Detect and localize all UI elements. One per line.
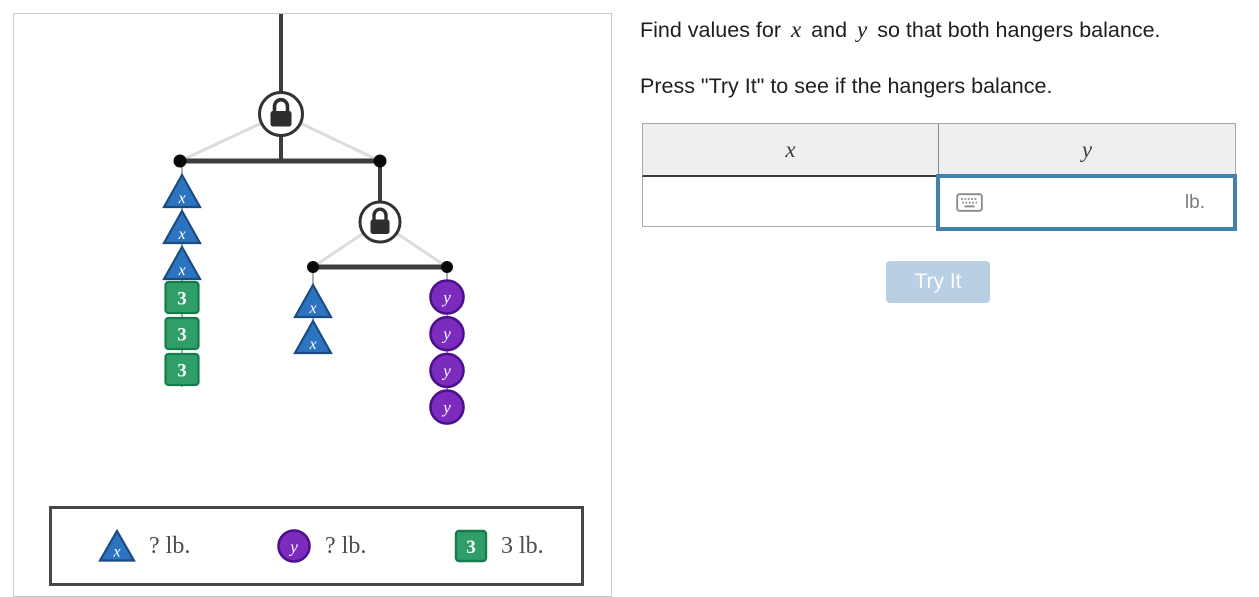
x-triangle: x [162,208,202,245]
3-square: 3 [164,280,200,315]
lock-icon [258,91,304,137]
instruction-text: Find values for [640,18,787,42]
keyboard-icon[interactable] [956,193,983,212]
x-triangle: x [162,244,202,281]
svg-text:x: x [112,544,120,561]
y-circle: y [429,279,465,315]
svg-text:3: 3 [466,537,476,558]
table-header-row: x y [642,123,1236,177]
lock-icon [358,200,402,244]
svg-text:y: y [441,398,451,417]
svg-text:y: y [288,538,298,557]
hanger-strings [179,112,448,269]
try-it-button[interactable]: Try It [886,261,990,303]
column-header-x: x [643,124,939,175]
svg-text:3: 3 [177,325,187,346]
legend-label: ? lb. [149,532,191,559]
svg-text:3: 3 [177,361,187,382]
x-triangle-icon: x [98,529,136,562]
legend-label: 3 lb. [501,532,544,559]
legend-label: ? lb. [325,532,367,559]
instruction-text: so that both hangers balance. [871,18,1161,42]
svg-text:x: x [308,300,316,317]
y-circle: y [429,389,465,425]
svg-text:3: 3 [177,289,187,310]
unit-label: lb. [1184,191,1205,213]
svg-text:y: y [441,361,451,380]
y-value-input[interactable]: lb. [936,174,1237,231]
beam-dots [173,154,453,273]
answer-table: x y lb. [642,123,1237,231]
svg-text:x: x [177,226,185,243]
y-circle-icon: y [277,529,311,563]
instruction-line-2: Press "Try It" to see if the hangers bal… [640,74,1053,98]
svg-text:y: y [441,288,451,307]
svg-text:y: y [441,325,451,344]
y-circle: y [429,315,465,352]
main-left-stack: x x x 3 3 3 [162,161,202,387]
y-circle: y [429,352,465,389]
svg-text:x: x [308,336,316,353]
legend-box: x ? lb. y ? lb. 3 3 lb. [49,506,584,586]
legend-item-y: y ? lb. [276,528,454,564]
svg-text:x: x [177,190,185,207]
sub-left-stack: xx [293,267,333,355]
var-y: y [857,17,868,42]
instruction-line-1: Find values for x and y so that both han… [640,17,1161,43]
x-triangle: x [162,172,202,209]
svg-text:x: x [177,262,185,279]
x-triangle: x [293,282,333,319]
var-x: x [790,17,802,42]
three-square-icon: 3 [454,529,488,563]
legend-item-3: 3 3 lb. [454,529,544,563]
instruction-text: and [805,18,854,42]
x-triangle: x [293,318,333,355]
column-header-y: y [1081,136,1093,162]
legend-item-x: x ? lb. [98,529,276,563]
3-square: 3 [164,316,200,351]
3-square: 3 [164,352,200,387]
x-value-cell[interactable] [643,177,939,226]
